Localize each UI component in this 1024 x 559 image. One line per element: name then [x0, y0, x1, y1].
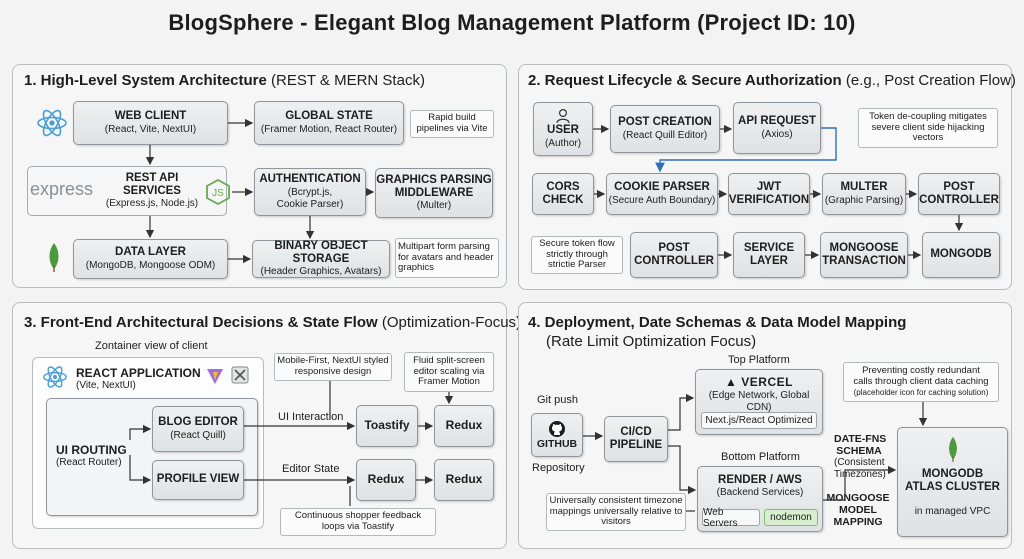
bottom-platform-label: Bottom Platform: [721, 451, 800, 463]
service-layer-box: SERVICE LAYER: [733, 232, 805, 278]
nextui-logo-icon: [231, 366, 249, 384]
nodejs-hexagon-icon: JS: [206, 178, 230, 206]
profile-view-box: PROFILE VIEW: [152, 460, 244, 500]
rest-api-box: [27, 166, 227, 216]
note-preventing-line3: (placeholder icon for caching solution): [853, 388, 989, 398]
vercel-chip: Next.js/React Optimized: [701, 412, 817, 429]
mongodb-box: MONGODB: [922, 232, 1000, 278]
post-creation-box: POST CREATION (React Quill Editor): [610, 105, 720, 153]
user-box: USER (Author): [533, 102, 593, 156]
jwt-verification-box: JWT VERIFICATION: [728, 173, 810, 215]
note-mobile-first: Mobile-First, NextUI styled responsive d…: [274, 353, 392, 381]
mongodb-leaf-icon: [49, 243, 59, 272]
vite-logo-icon: [207, 369, 223, 384]
rest-api-box-inner: REST API SERVICES (Express.js, Node.js): [105, 171, 199, 210]
editor-state-label: Editor State: [282, 463, 340, 475]
github-box: GITHUB: [531, 413, 583, 457]
mongoose-model-mapping-label: MONGOOSE MODEL MAPPING: [826, 492, 890, 529]
cors-check-box: CORS CHECK: [532, 173, 594, 215]
note-preventing-line2: calls through client data caching: [853, 376, 989, 388]
api-request-box: API REQUEST (Axios): [733, 102, 821, 154]
binary-storage-box: BINARY OBJECT STORAGE (Header Graphics, …: [252, 240, 390, 278]
panel4-heading-line2: (Rate Limit Optimization Focus): [546, 333, 757, 350]
note-rapid-build: Rapid build pipelines via Vite: [410, 110, 494, 138]
express-logo: express: [30, 179, 94, 199]
panel4-heading: 4. Deployment, Date Schemas & Data Model…: [528, 314, 907, 331]
react-app-sub: (Vite, NextUI): [76, 380, 136, 391]
post-controller-bottom-box: POST CONTROLLER: [630, 232, 718, 278]
react-app-title: REACT APPLICATION: [76, 366, 201, 380]
data-layer-box: DATA LAYER (MongoDB, Mongoose ODM): [73, 239, 228, 279]
ui-interaction-label: UI Interaction: [278, 411, 344, 423]
github-icon: [549, 420, 565, 437]
nodemon-chip: nodemon: [764, 509, 818, 526]
panel1-heading: 1. High-Level System Architecture (REST …: [24, 72, 425, 89]
redux-box-2: Redux: [356, 459, 416, 501]
authentication-box: AUTHENTICATION (Bcrypt.js, Cookie Parser…: [254, 168, 366, 216]
web-client-box: WEB CLIENT (React, Vite, NextUI): [73, 101, 228, 145]
note-universally-consistent: Universally consistent timezone mappings…: [546, 493, 686, 531]
panel2-heading: 2. Request Lifecycle & Secure Authorizat…: [528, 72, 1016, 89]
mongodb-atlas-leaf-icon: [948, 436, 957, 462]
global-state-box: GLOBAL STATE (Framer Motion, React Route…: [254, 101, 404, 145]
js-logo-text: JS: [212, 188, 224, 199]
multer-box: MULTER (Graphic Parsing): [822, 173, 906, 215]
note-preventing-line1: Preventing costly redundant: [862, 365, 980, 377]
note-secure-token: Secure token flow strictly through stric…: [531, 236, 623, 274]
note-fluid-split: Fluid split-screen editor scaling via Fr…: [404, 352, 494, 392]
note-token-decoupling: Token de-coupling mitigates severe clien…: [858, 108, 998, 148]
date-fns-label: DATE-FNS SCHEMA (Consistent Timezones): [834, 433, 887, 480]
web-servers-chip: Web Servers: [702, 507, 760, 529]
page-title: BlogSphere - Elegant Blog Management Pla…: [168, 10, 856, 35]
blog-editor-box: BLOG EDITOR (React Quill): [152, 406, 244, 452]
cookie-parser-box: COOKIE PARSER (Secure Auth Boundary): [606, 173, 718, 215]
redux-box-1: Redux: [434, 405, 494, 447]
note-preventing-redundant: Preventing costly redundant calls throug…: [843, 362, 999, 402]
ui-routing-title: UI ROUTING: [56, 443, 127, 457]
user-icon: [556, 109, 570, 124]
redux-box-3: Redux: [434, 459, 494, 501]
mongodb-atlas-box: MONGODB ATLAS CLUSTER in managed VPC: [897, 427, 1008, 537]
react-app-logo-icon: [43, 366, 67, 388]
note-continuous-feedback: Continuous shopper feedback loops via To…: [280, 508, 436, 536]
post-controller-top-box: POST CONTROLLER: [918, 173, 1000, 215]
container-view-label: Zontainer view of client: [95, 340, 208, 352]
panel3-heading: 3. Front-End Architectural Decisions & S…: [24, 314, 522, 331]
git-push-label: Git push: [537, 394, 578, 406]
graphics-middleware-box: GRAPHICS PARSING MIDDLEWARE (Multer): [375, 168, 493, 218]
mongoose-transaction-box: MONGOOSE TRANSACTION: [820, 232, 908, 278]
cicd-pipeline-box: CI/CD PIPELINE: [604, 416, 668, 462]
ui-routing-sub: (React Router): [56, 457, 122, 468]
react-logo-icon: [37, 109, 67, 137]
vercel-triangle-icon: ▲: [725, 375, 738, 389]
repository-label: Repository: [532, 462, 585, 474]
note-multipart: Multipart form parsing for avatars and h…: [395, 238, 499, 278]
top-platform-label: Top Platform: [728, 354, 790, 366]
toastify-box: Toastify: [356, 405, 418, 447]
